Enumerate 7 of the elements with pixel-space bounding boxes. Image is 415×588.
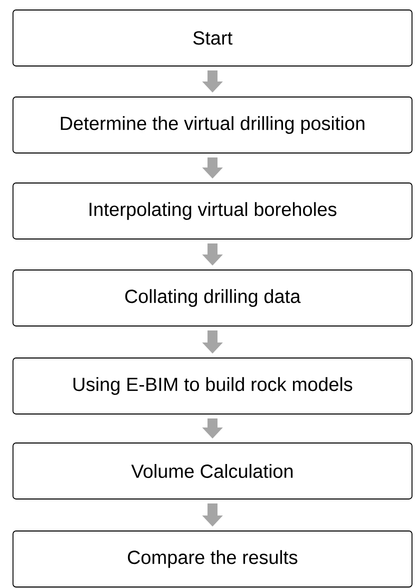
process-box: Volume Calculation: [12, 442, 412, 500]
process-box: Determine the virtual drilling position: [12, 96, 412, 154]
process-box: Interpolating virtual boreholes: [12, 182, 412, 240]
process-box: Collating drilling data: [12, 270, 412, 326]
process-box: Start: [12, 10, 412, 66]
process-box: Compare the results: [12, 530, 412, 588]
process-box: Using E-BIM to build rock models: [12, 358, 412, 414]
